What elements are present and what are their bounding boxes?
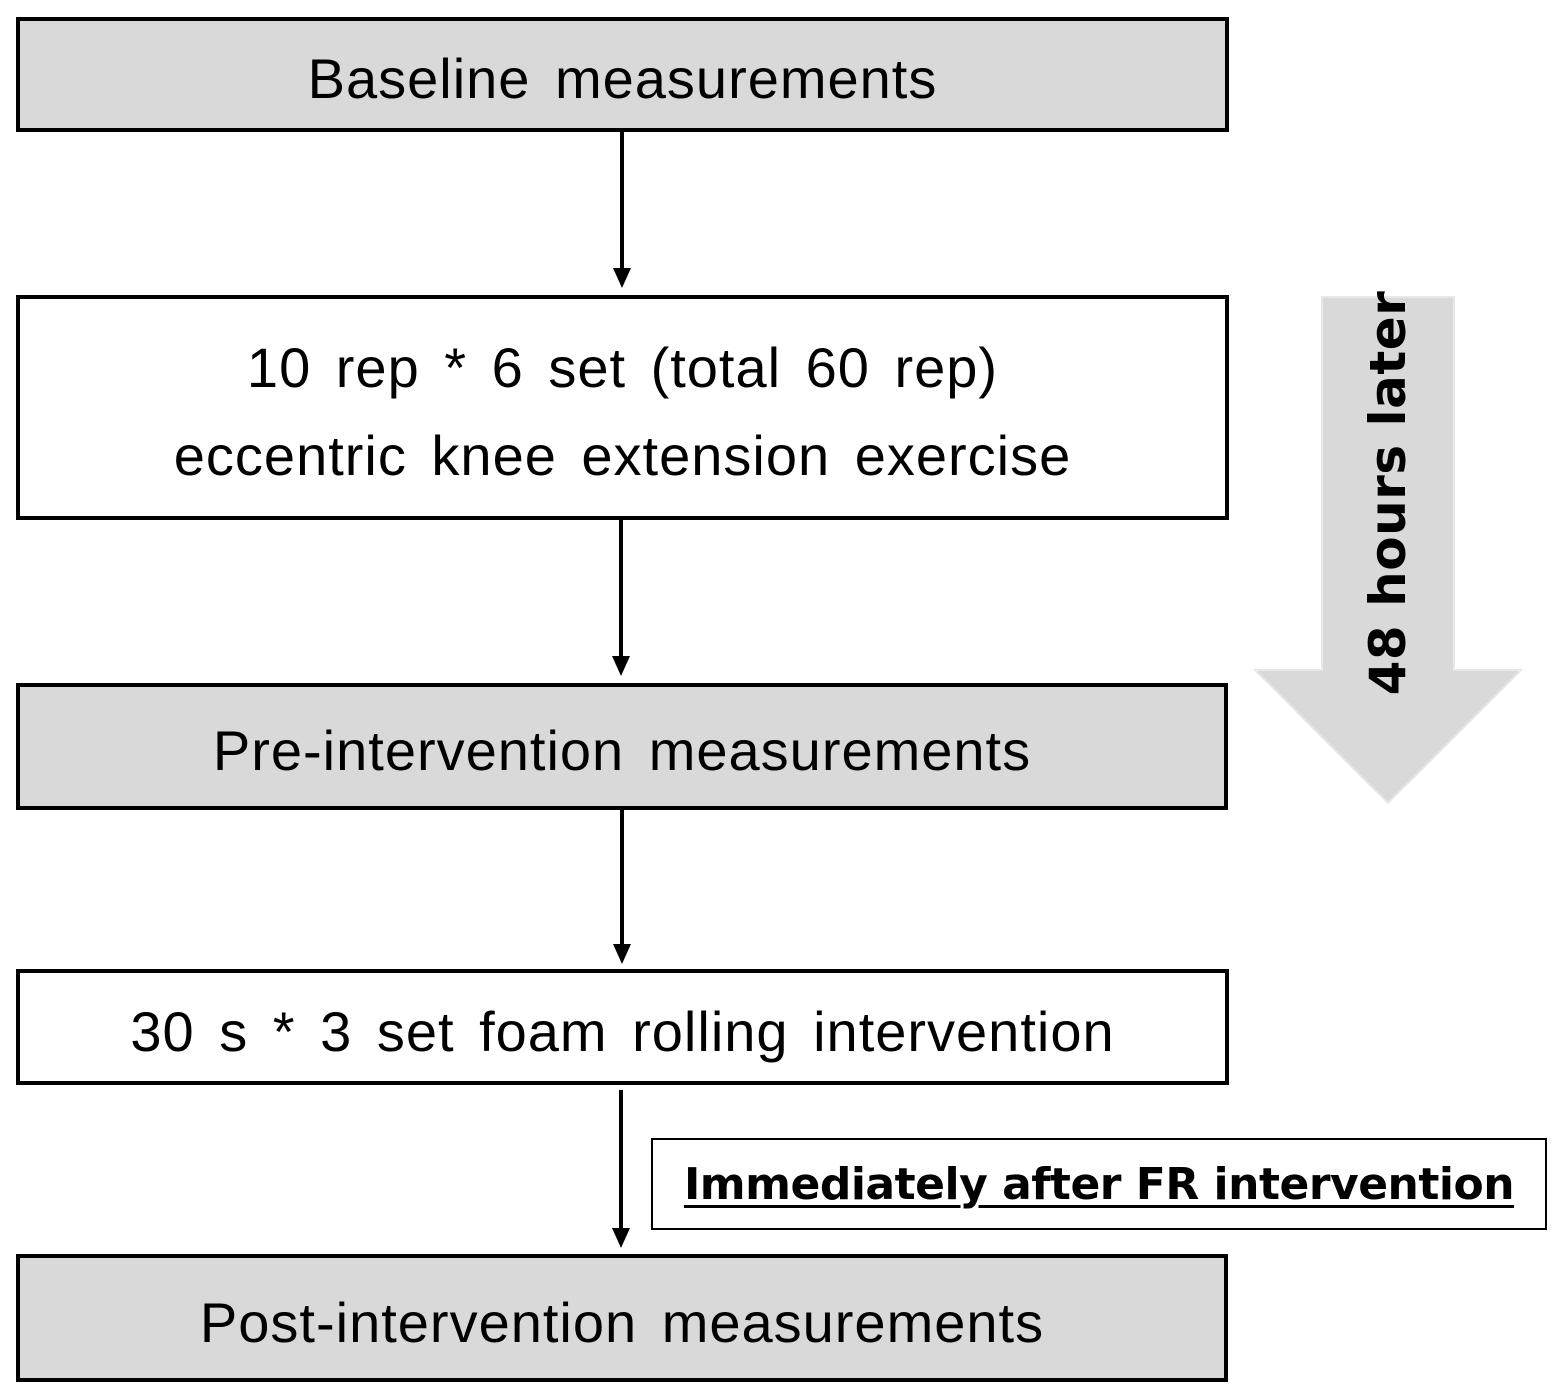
exercise-protocol-box: 10 rep * 6 set (total 60 rep) eccentric … [16, 295, 1229, 520]
pre-intervention-box: Pre-intervention measurements [16, 683, 1228, 810]
arrow-pre-to-foam [613, 810, 631, 964]
exercise-reps-label: 10 rep * 6 set (total 60 rep) [246, 336, 999, 400]
arrow-exercise-to-pre [612, 520, 630, 676]
exercise-type-label: eccentric knee extension exercise [173, 423, 1072, 487]
pre-intervention-label: Pre-intervention measurements [212, 719, 1032, 782]
arrow-baseline-to-exercise [613, 132, 631, 288]
post-intervention-label: Post-intervention measurements [199, 1290, 1045, 1354]
arrow-foam-to-post [612, 1090, 630, 1248]
foam-rolling-label: 30 s * 3 set foam rolling intervention [130, 999, 1115, 1063]
time-arrow-label: 48 hours later [1359, 290, 1417, 696]
baseline-measurements-box: Baseline measurements [16, 17, 1229, 132]
foam-rolling-box: 30 s * 3 set foam rolling intervention [16, 969, 1229, 1085]
timing-note-box: Immediately after FR intervention [651, 1138, 1547, 1230]
timing-note-label: Immediately after FR intervention [683, 1158, 1515, 1210]
baseline-measurements-label: Baseline measurements [307, 47, 938, 110]
post-intervention-box: Post-intervention measurements [16, 1254, 1228, 1382]
